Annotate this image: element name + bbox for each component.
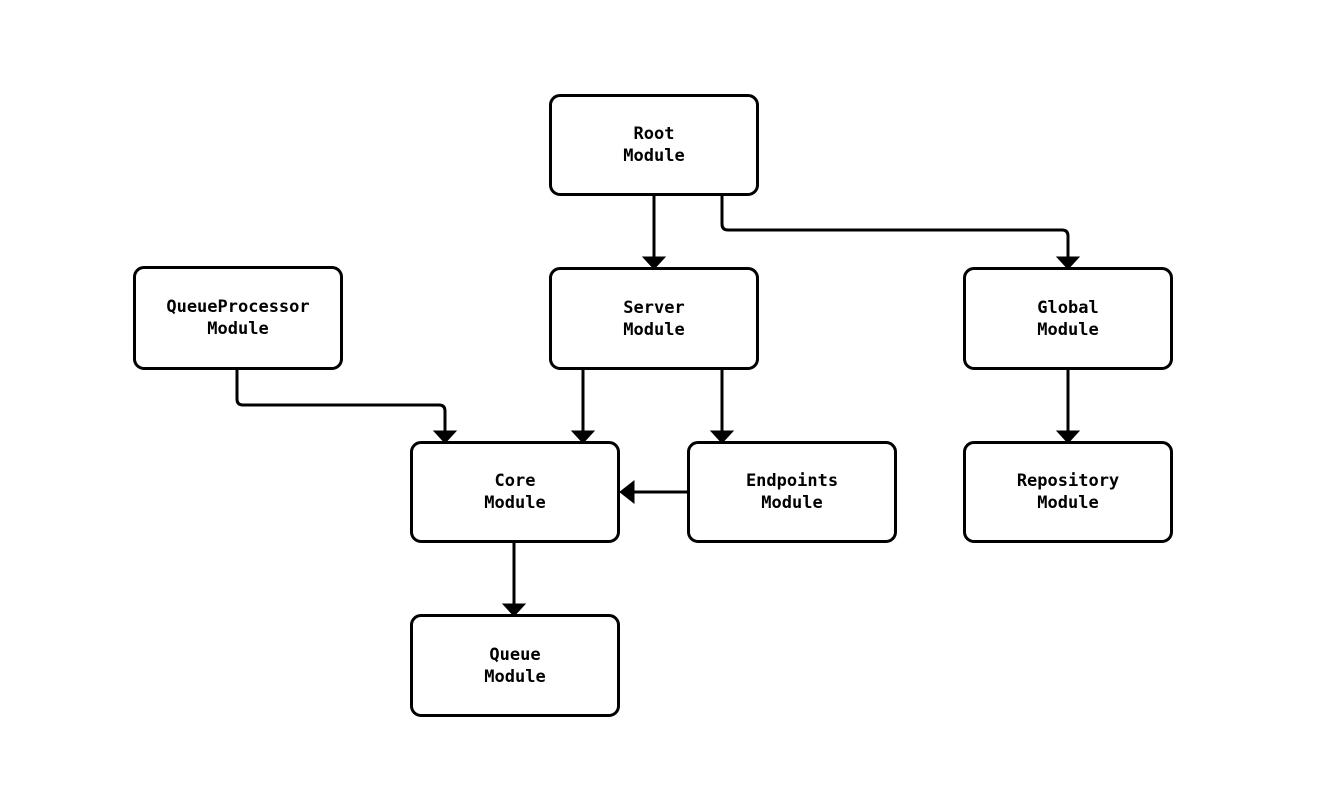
edge-endpoints-to-core [619,479,687,505]
edge-core-to-queue [501,543,527,617]
edge-root-to-server [641,196,667,270]
edge-root-to-global [720,196,1081,270]
node-queue-module[interactable]: Queue Module [410,614,620,717]
node-core-module-label: Core Module [484,471,546,513]
edge-server-to-endpoints [709,370,735,444]
node-repository-module[interactable]: Repository Module [963,441,1173,543]
node-root-module-label: Root Module [623,124,685,166]
node-queueprocessor-module-label: QueueProcessor Module [166,297,310,339]
node-core-module[interactable]: Core Module [410,441,620,543]
node-root-module[interactable]: Root Module [549,94,759,196]
edge-queueprocessor-to-core [235,370,458,444]
node-endpoints-module-label: Endpoints Module [745,471,839,513]
node-queue-module-label: Queue Module [484,644,546,687]
node-server-module[interactable]: Server Module [549,267,759,370]
node-global-module-label: Global Module [1037,297,1099,340]
node-endpoints-module[interactable]: Endpoints Module [687,441,897,543]
edge-server-to-core [570,370,596,444]
node-global-module[interactable]: Global Module [963,267,1173,370]
node-queueprocessor-module[interactable]: QueueProcessor Module [133,266,343,370]
node-server-module-label: Server Module [623,297,685,340]
node-repository-module-label: Repository Module [1016,471,1120,513]
edge-global-to-repository [1055,370,1081,444]
